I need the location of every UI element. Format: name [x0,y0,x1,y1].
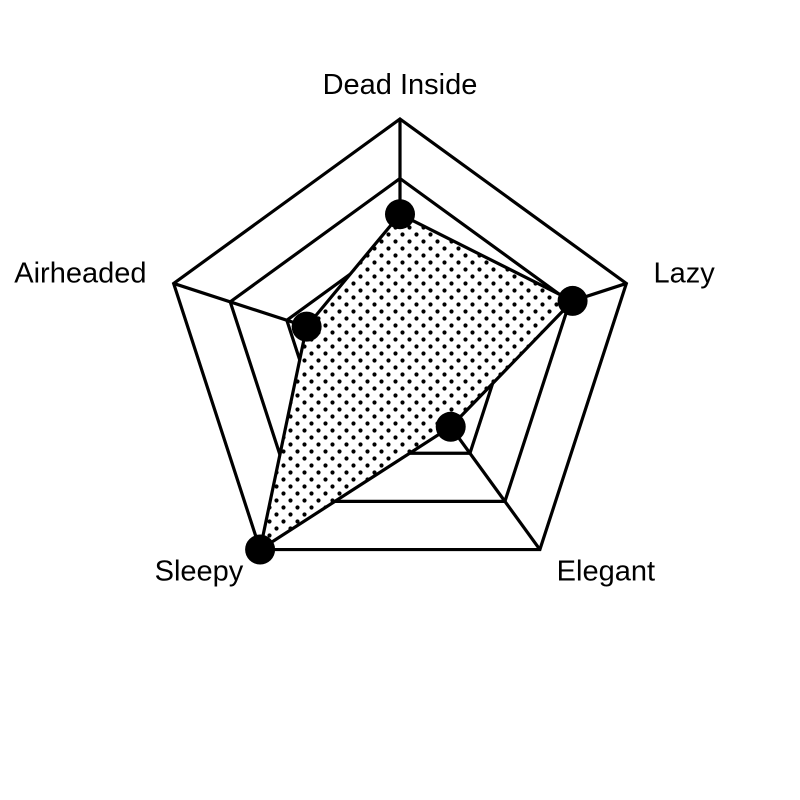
radar-series [257,212,576,553]
grid-ring-3 [228,176,572,504]
radar-markers [245,199,588,565]
series-area [257,212,576,553]
data-point-elegant [435,411,466,442]
axis-label-sleepy: Sleepy [155,555,244,587]
data-point-airheaded [291,311,322,342]
axis-label-airheaded: Airheaded [14,257,146,289]
data-point-dead-inside [385,199,415,230]
data-point-lazy [557,285,588,316]
axis-label-dead-inside: Dead Inside [323,69,478,101]
axis-label-elegant: Elegant [557,555,655,587]
axis-label-lazy: Lazy [654,257,716,289]
data-point-sleepy [245,534,276,565]
grid-ring-4 [171,117,629,552]
